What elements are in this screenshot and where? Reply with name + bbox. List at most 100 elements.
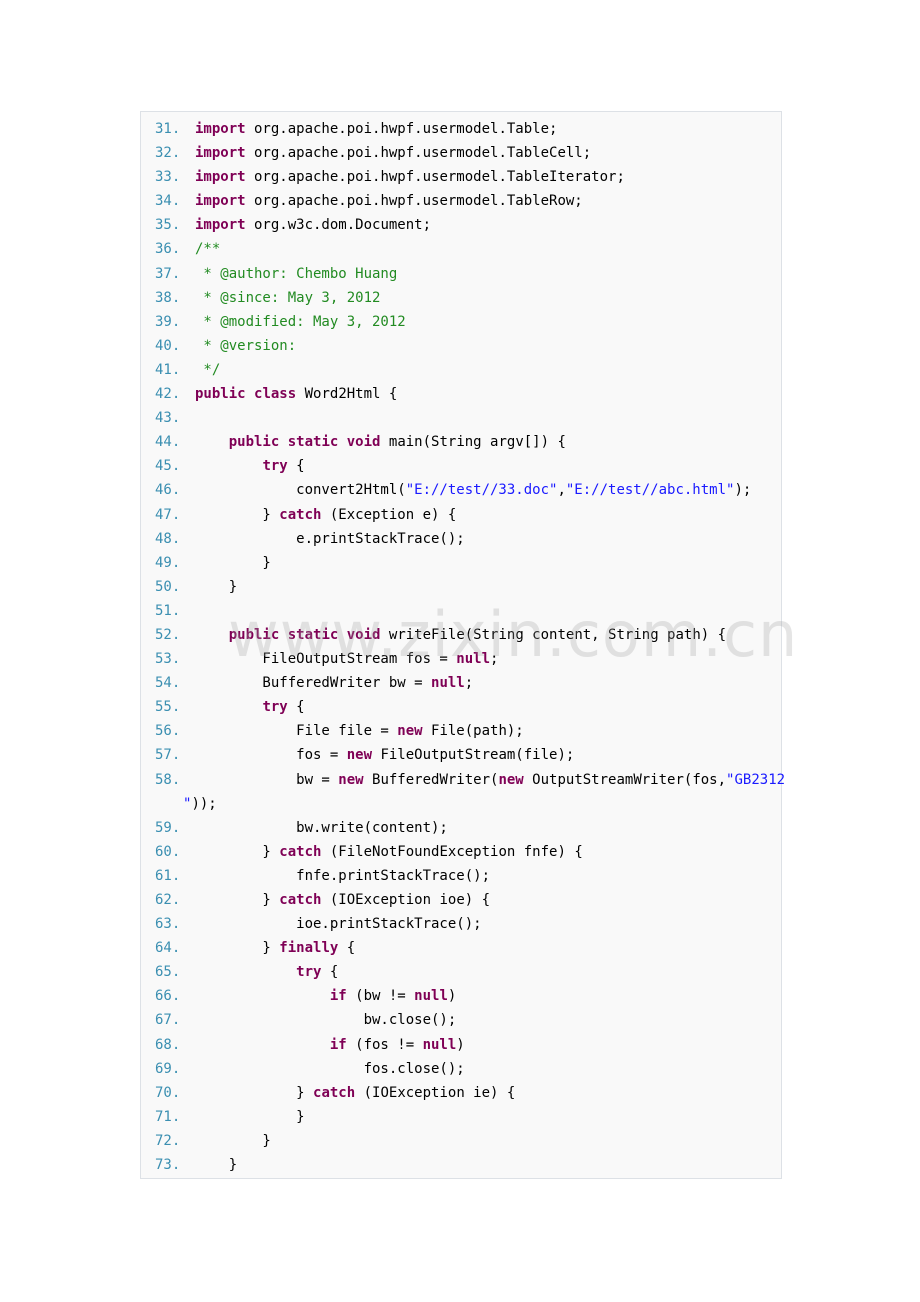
keyword: new [346, 747, 373, 764]
code-text: BufferedWriter( [363, 771, 499, 788]
line-content: import org.apache.poi.hwpf.usermodel.Tab… [195, 189, 583, 213]
line-content: public static void writeFile(String cont… [195, 623, 726, 647]
line-number: 64. [155, 940, 181, 957]
line-content: if (fos != null) [195, 1033, 465, 1057]
code-text: org.apache.poi.hwpf.usermodel.Table; [245, 121, 558, 137]
keyword: static [287, 434, 339, 451]
code-text [279, 627, 287, 643]
line-number: 48. [155, 530, 181, 547]
line-content: BufferedWriter bw = null; [195, 671, 473, 695]
code-text [195, 627, 229, 643]
line-content: */ [195, 358, 220, 382]
line-wrap-continuation: ")); [183, 792, 217, 816]
line-content: fnfe.printStackTrace(); [195, 864, 490, 888]
keyword: null [422, 1036, 457, 1053]
line-number: 47. [155, 506, 181, 523]
line-number: 67. [155, 1012, 181, 1029]
comment: * @since: May 3, 2012 [195, 289, 381, 306]
line-content: } [195, 551, 271, 575]
line-number: 62. [155, 892, 181, 908]
line-number: 33. [155, 169, 181, 186]
code-text: } [195, 506, 280, 523]
code-text [338, 627, 346, 643]
keyword: try [296, 964, 322, 981]
keyword: static [287, 626, 339, 643]
keyword: import [195, 169, 246, 186]
code-text: , [557, 482, 566, 499]
code-text [195, 434, 229, 450]
line-number: 52. [155, 626, 181, 643]
line-number: 71. [155, 1108, 181, 1125]
code-text [195, 988, 330, 1004]
line-number: 49. [155, 554, 181, 571]
keyword: catch [313, 1084, 356, 1101]
line-content: } [195, 1129, 271, 1153]
code-text [195, 699, 262, 715]
code-text [246, 386, 254, 402]
line-content: } catch (IOException ie) { [195, 1081, 515, 1105]
line-number: 31. [155, 121, 181, 137]
line-number: 57. [155, 747, 181, 764]
line-number: 58. [155, 771, 181, 788]
keyword: finally [279, 940, 339, 957]
code-text: ; [490, 651, 499, 668]
line-number: 61. [155, 867, 181, 884]
code-text: Word2Html { [296, 386, 398, 403]
line-number: 37. [155, 265, 181, 282]
line-number: 50. [155, 578, 181, 595]
line-content: convert2Html("E://test//33.doc","E://tes… [195, 478, 751, 502]
line-number: 35. [155, 217, 181, 234]
code-text: } [195, 578, 238, 595]
code-text: ); [734, 482, 752, 499]
keyword: import [195, 217, 246, 234]
line-content: fos = new FileOutputStream(file); [195, 743, 574, 767]
line-number: 55. [155, 699, 181, 716]
line-number: 40. [155, 337, 181, 354]
code-text: (Exception e) { [321, 506, 457, 523]
keyword: try [262, 699, 288, 716]
keyword: null [431, 675, 465, 692]
line-content: FileOutputStream fos = null; [195, 647, 498, 671]
code-text: main(String argv[]) { [380, 434, 566, 451]
comment: * @version: [195, 337, 297, 354]
line-number: 68. [155, 1036, 181, 1053]
code-text: } [195, 554, 271, 571]
line-content: } catch (Exception e) { [195, 503, 456, 527]
code-text: FileOutputStream(file); [372, 747, 575, 764]
code-text: (FileNotFoundException fnfe) { [321, 843, 583, 860]
code-text: (IOException ie) { [355, 1084, 516, 1101]
keyword: import [195, 193, 246, 210]
code-text: )); [191, 795, 217, 812]
line-content: } [195, 1105, 304, 1129]
string-literal: "E://test//abc.html" [565, 482, 735, 499]
code-text [195, 964, 296, 980]
string-literal: "GB2312 [726, 771, 786, 788]
code-text: (bw != [346, 988, 415, 1005]
line-number: 53. [155, 651, 181, 668]
code-text: } [195, 892, 280, 908]
line-number: 60. [155, 843, 181, 860]
line-number: 70. [155, 1084, 181, 1101]
code-text [279, 434, 287, 450]
line-number: 54. [155, 675, 181, 692]
code-text: bw.close(); [195, 1012, 457, 1029]
line-number: 34. [155, 193, 181, 210]
code-text: writeFile(String content, String path) { [380, 626, 727, 643]
line-content: } [195, 575, 237, 599]
code-text: } [195, 1132, 271, 1149]
line-content: try { [195, 960, 338, 984]
code-text: { [287, 699, 305, 716]
line-number: 32. [155, 145, 181, 162]
keyword: catch [279, 506, 322, 523]
code-text [195, 458, 262, 474]
line-content: bw = new BufferedWriter(new OutputStream… [195, 768, 785, 792]
code-text: { [338, 940, 356, 957]
code-text: org.apache.poi.hwpf.usermodel.TableCell; [245, 145, 592, 162]
keyword: if [329, 988, 347, 1005]
code-text: (IOException ioe) { [321, 892, 491, 908]
line-content: } catch (IOException ioe) { [195, 888, 490, 912]
code-text: } [195, 843, 280, 860]
line-number: 72. [155, 1132, 181, 1149]
keyword: void [346, 434, 381, 451]
line-content: } [195, 1153, 237, 1177]
